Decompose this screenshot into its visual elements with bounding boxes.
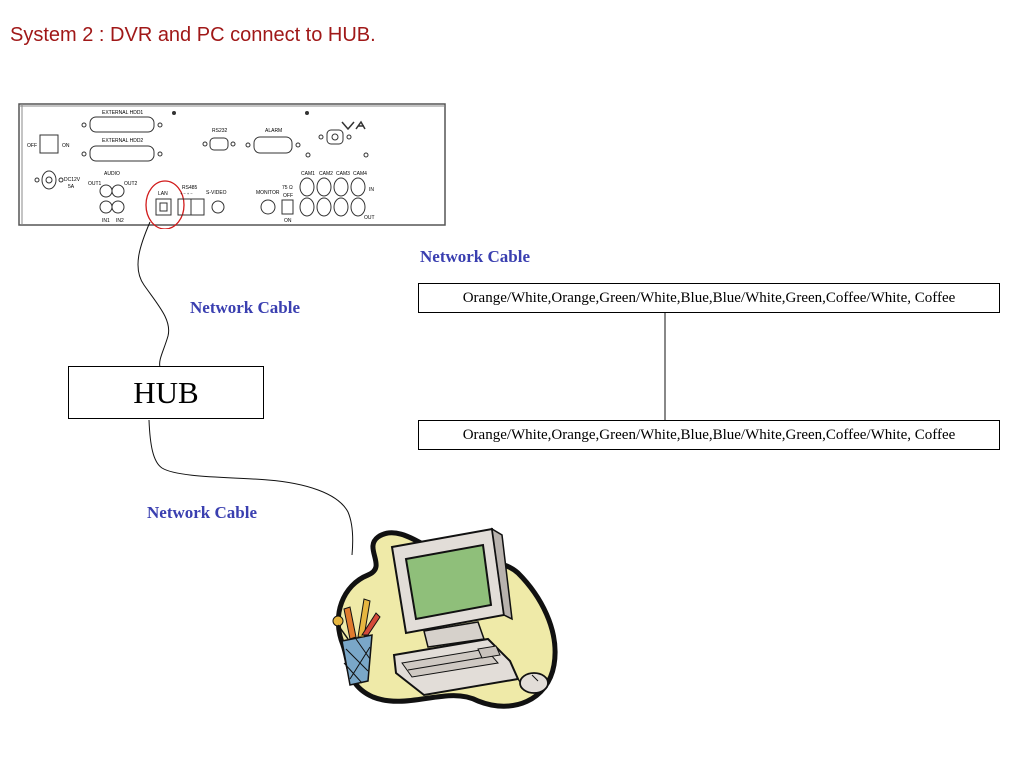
label-external-hdd2: EXTERNAL HDD2 [102, 138, 143, 144]
label-75-ohm: 75 Ω [282, 185, 293, 191]
label-in: IN [369, 187, 374, 193]
label-rs232: RS232 [212, 128, 228, 134]
page-title: System 2 : DVR and PC connect to HUB. [10, 24, 376, 46]
mouse-icon [517, 672, 549, 694]
hub-box: HUB [68, 366, 264, 419]
label-ohm-off: OFF [283, 193, 293, 199]
dvr-rear-panel: OFF ON DC12V 5A EXTERNAL HDD1 EXTERNAL H… [18, 103, 446, 229]
label-on: ON [62, 143, 70, 149]
label-out2: OUT2 [124, 181, 138, 187]
label-in2: IN2 [116, 218, 124, 224]
wiring-order-box-b: Orange/White,Orange,Green/White,Blue,Blu… [418, 420, 1000, 450]
label-out: OUT [364, 215, 375, 221]
label-out1: OUT1 [88, 181, 102, 187]
pencil-cup-icon [332, 598, 381, 686]
label-5a: 5A [68, 184, 75, 190]
label-dc12v: DC12V [64, 177, 81, 183]
network-cable-label-dvr-hub: Network Cable [190, 298, 301, 317]
label-audio: AUDIO [104, 171, 120, 177]
label-lan: LAN [158, 191, 168, 197]
label-ohm-on: ON [284, 218, 292, 224]
label-cam1: CAM1 [301, 171, 315, 177]
label-svideo: S-VIDEO [206, 190, 227, 196]
label-cam2: CAM2 [319, 171, 333, 177]
network-cable-label-top-right: Network Cable [420, 247, 531, 266]
label-cam3: CAM3 [336, 171, 350, 177]
label-external-hdd1: EXTERNAL HDD1 [102, 110, 143, 116]
label-in1: IN1 [102, 218, 110, 224]
lan-highlight-circle [145, 180, 185, 229]
cable-dvr-to-hub [137, 221, 170, 368]
label-cam4: CAM4 [353, 171, 367, 177]
label-rs485: RS485 [182, 185, 198, 191]
network-cable-label-hub-pc: Network Cable [147, 503, 258, 522]
label-monitor: MONITOR [256, 190, 280, 196]
cable-hub-to-pc [148, 419, 354, 556]
label-alarm: ALARM [265, 128, 282, 134]
label-off: OFF [27, 143, 37, 149]
wiring-order-box-a: Orange/White,Orange,Green/White,Blue,Blu… [418, 283, 1000, 313]
svg-text:+ − + −: + − + − [180, 191, 193, 196]
computer-clipart-icon [332, 527, 558, 709]
